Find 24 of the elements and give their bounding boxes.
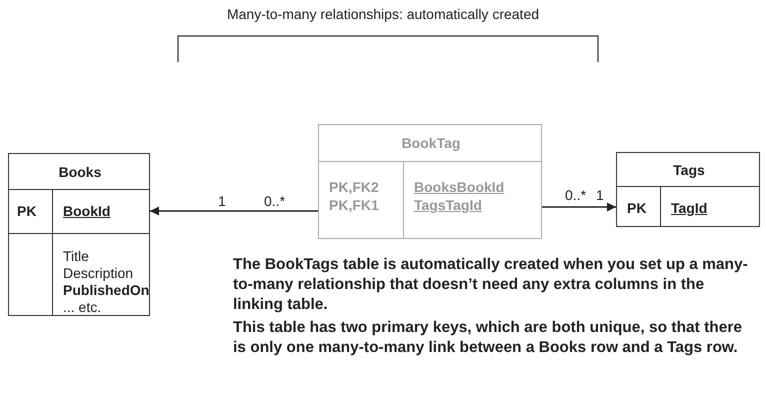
table-header: Tags — [673, 162, 705, 179]
cardinality-label: 1 — [218, 193, 226, 209]
column-name: TagsTagId — [414, 197, 482, 214]
explanation-text: This table has two primary keys, which are both unique, so that there is only one many-to-many link between a Books row and a Tags row. — [233, 318, 744, 358]
column-list: Title Description PublishedOn ... etc. — [63, 248, 153, 316]
column-name: BooksBookId — [414, 179, 504, 196]
column-name: TagId — [671, 200, 708, 217]
table-box — [8, 153, 150, 316]
key-type: PK,FK2 — [329, 179, 379, 196]
key-type: PK,FK1 — [329, 197, 379, 214]
table-header: BookTag — [402, 135, 460, 152]
cardinality-label: 1 — [596, 187, 604, 203]
relationship-arrow — [542, 202, 616, 212]
heading-note: Many-to-many relationships: automatically created — [226, 6, 540, 22]
key-type: PK — [627, 200, 646, 217]
column-name: BookId — [63, 203, 110, 220]
cardinality-label: 0..* — [264, 193, 286, 209]
relationship-arrow — [150, 206, 318, 216]
table-header: Books — [58, 164, 102, 181]
cardinality-label: 0..* — [565, 187, 586, 203]
explanation-text: The BookTags table is automatically created when you set up a many-to-many relationship that doesn’t need any extra columns in the linking table. — [233, 255, 749, 315]
table-box — [616, 152, 760, 227]
table-box — [318, 124, 542, 239]
key-type: PK — [17, 203, 36, 220]
